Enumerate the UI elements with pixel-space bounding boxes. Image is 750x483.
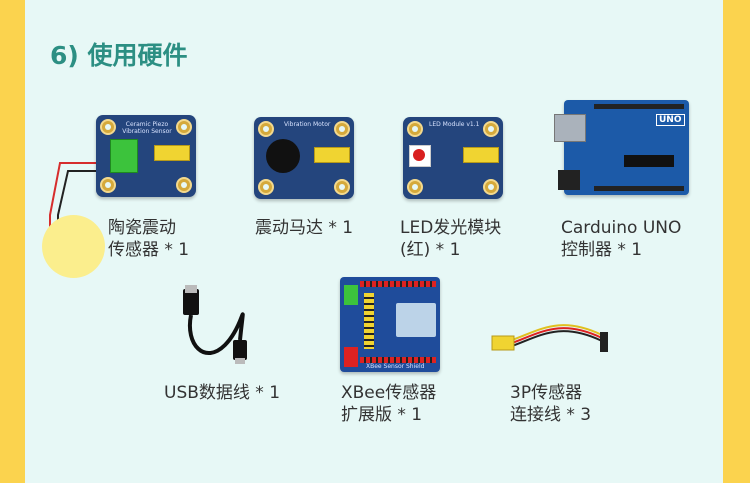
xbee-shield-image: XBee Sensor Shield — [340, 277, 440, 372]
label-led: LED发光模块(红) * 1 — [400, 218, 502, 260]
usb-cable-image — [175, 285, 270, 370]
label-3p-cable: 3P传感器连接线 * 3 — [510, 383, 592, 425]
label-motor: 震动马达 * 1 — [255, 218, 354, 238]
piezo-sensor-image: Ceramic Piezo Vibration Sensor — [40, 115, 210, 280]
led-module-image: LED Module v1.1 — [403, 117, 503, 199]
label-xbee: XBee传感器扩展版 * 1 — [341, 383, 437, 425]
carduino-uno-image: UNO — [554, 100, 689, 195]
content-panel — [25, 0, 723, 483]
vibration-motor-image: Vibration Motor — [254, 117, 354, 199]
label-piezo: 陶瓷震动传感器 * 1 — [108, 218, 190, 260]
3p-cable-image — [490, 310, 615, 360]
piezo-disc-icon — [42, 215, 105, 278]
label-usb: USB数据线 * 1 — [164, 383, 281, 403]
section-title: 6) 使用硬件 — [50, 41, 188, 70]
